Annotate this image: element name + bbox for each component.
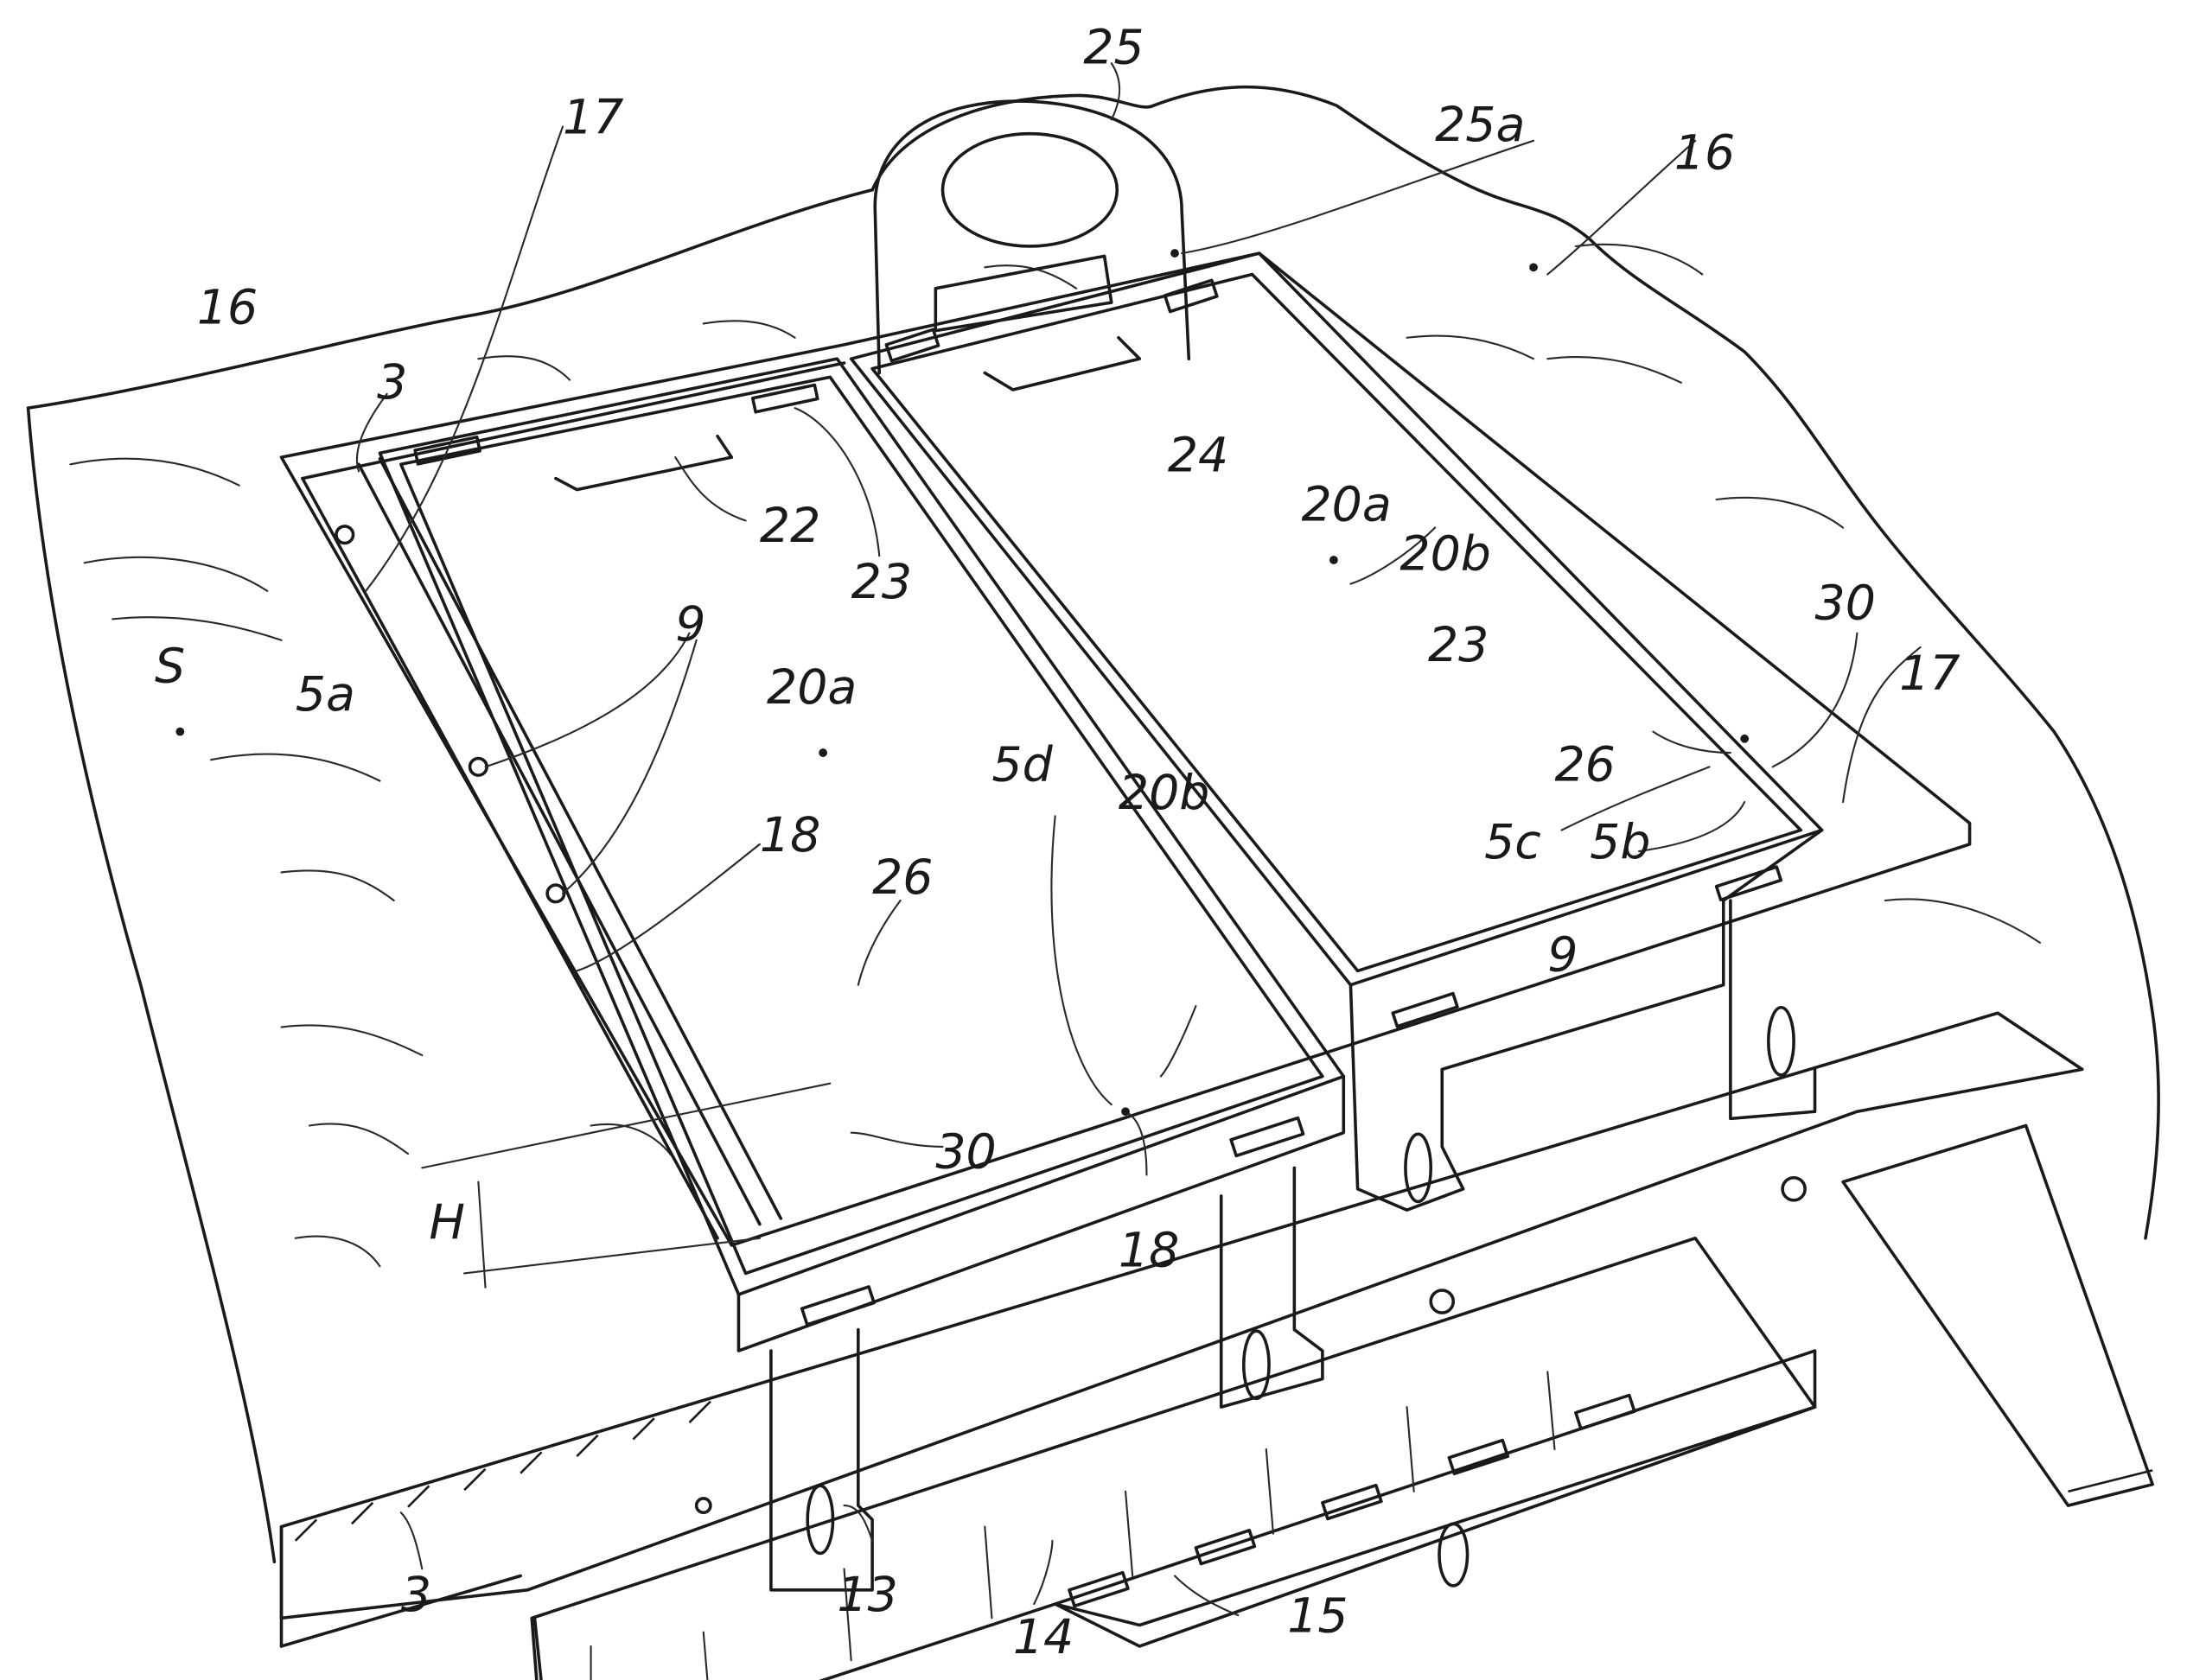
lifting-eye-25 [873,99,1191,375]
label-23-left: 23 [851,555,912,610]
label-15: 15 [1287,1589,1348,1645]
label-18-left: 18 [760,808,820,863]
reference-labels: 25 25a 16 16 17 3 22 23 24 20a 20b 30 17… [155,20,1961,1665]
label-9-bottom: 9 [1547,927,1578,983]
label-5b: 5b [1590,815,1650,870]
label-20b-left: 20b [1119,766,1210,821]
label-14: 14 [1013,1610,1074,1665]
label-25a: 25a [1435,98,1525,153]
label-16-left: 16 [197,280,258,335]
left-panel-20a [378,357,1346,1592]
leader-dots [175,249,1750,1117]
label-H: H [429,1195,465,1250]
label-3-top: 3 [377,355,407,410]
label-20b-right: 20b [1399,526,1491,582]
leader-lines [355,62,1922,1617]
label-5d: 5d [991,738,1053,793]
fixing-holes [335,525,1807,1515]
label-24: 24 [1168,428,1228,483]
roof-surface-outline [26,85,2160,1564]
label-26-mid: 26 [872,850,933,906]
label-17-right: 17 [1899,646,1960,702]
label-20a-left: 20a [767,660,857,716]
label-16-right: 16 [1674,125,1735,181]
right-panel-20a [849,251,1824,1212]
label-30-right: 30 [1815,576,1876,631]
base-profile-3 [279,1011,2154,1648]
outer-frame [279,251,1972,1247]
label-20a-right: 20a [1301,477,1391,532]
label-26-right: 26 [1554,738,1615,793]
label-13: 13 [837,1568,897,1623]
label-3-bottom: 3 [401,1568,431,1623]
label-9-left: 9 [675,597,705,652]
surface-contour-strokes [69,243,2042,1268]
label-30-bottom: 30 [935,1124,996,1180]
height-dimension-H [421,1082,832,1289]
label-5c: 5c [1484,815,1541,870]
label-5a: 5a [296,667,355,722]
label-18-bottom: 18 [1119,1223,1179,1278]
label-22: 22 [760,499,820,554]
flaps-13-15 [530,1236,1817,1680]
label-23-right: 23 [1428,618,1489,673]
label-25: 25 [1083,20,1144,75]
label-S: S [155,640,185,695]
label-17-top: 17 [563,91,623,146]
